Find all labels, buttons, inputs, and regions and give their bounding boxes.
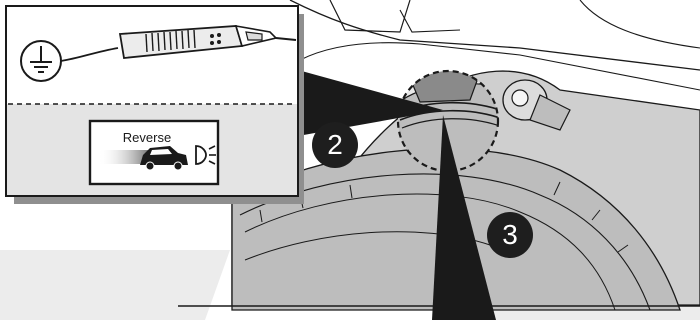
body-contour	[580, 0, 700, 48]
license-recess	[330, 0, 410, 32]
ground-swoosh	[0, 250, 230, 320]
reverse-indicator-label: Reverse	[118, 130, 176, 145]
license-recess	[400, 10, 460, 32]
ground-symbol-icon	[21, 41, 61, 81]
callout-number-3: 3	[487, 212, 533, 258]
tail-light-bulb	[512, 90, 528, 106]
inset-panel	[6, 6, 304, 204]
callout-number-2: 2	[312, 122, 358, 168]
